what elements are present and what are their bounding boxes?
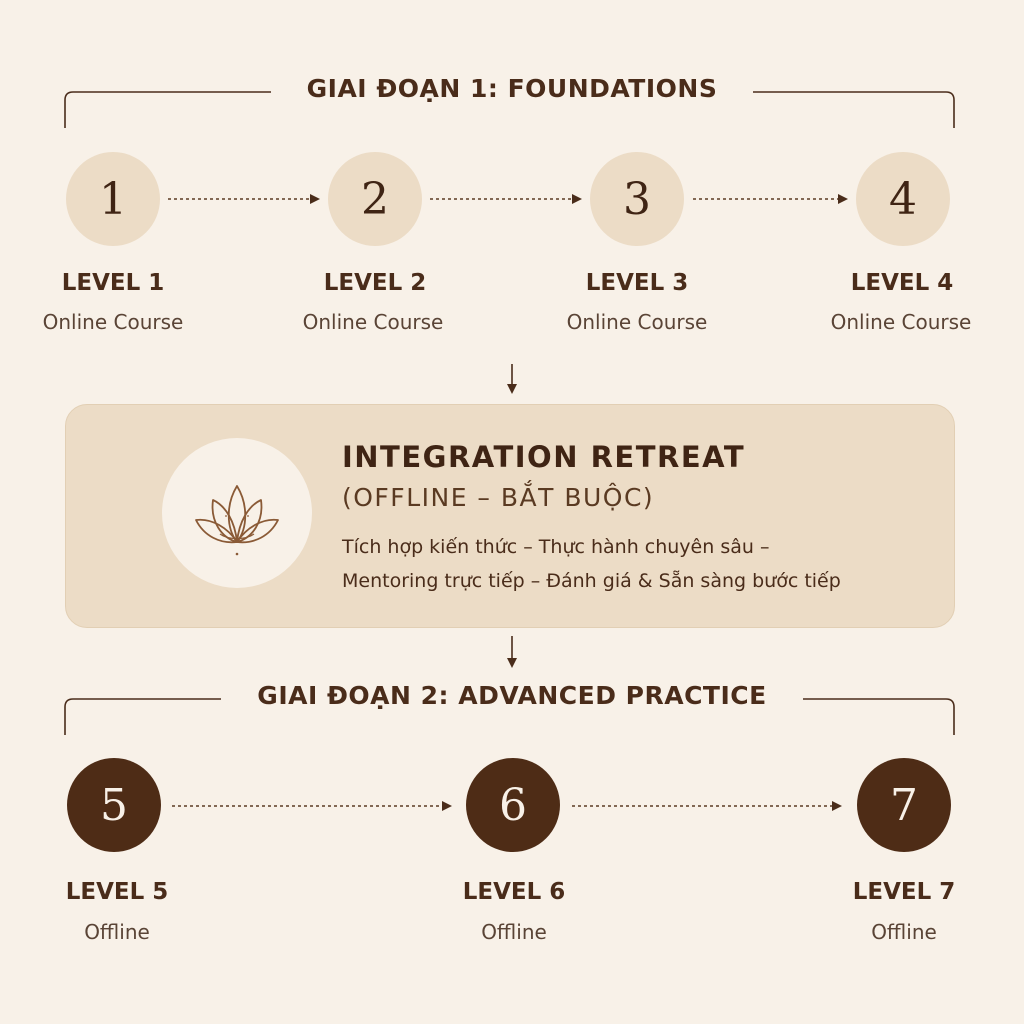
phase1-title: GIAI ĐOẠN 1: FOUNDATIONS xyxy=(0,74,1024,103)
retreat-description-line-2: Mentoring trực tiếp – Đánh giá & Sẵn sàn… xyxy=(342,570,841,592)
phase2-bracket-right xyxy=(797,698,955,735)
level-4-label: LEVEL 4 xyxy=(850,270,954,296)
level-1-label: LEVEL 1 xyxy=(61,270,165,296)
retreat-subtitle: (OFFLINE – BẮT BUỘC) xyxy=(342,483,655,512)
level-5-type: Offline xyxy=(84,920,150,944)
level-5-label: LEVEL 5 xyxy=(65,879,169,905)
level-7-label: LEVEL 7 xyxy=(852,879,956,905)
level-7-circle: 7 xyxy=(857,758,951,852)
level-5-circle: 5 xyxy=(67,758,161,852)
retreat-description-line-1: Tích hợp kiến thức – Thực hành chuyên sâ… xyxy=(342,536,770,558)
lotus-icon xyxy=(195,485,279,556)
phase1-bracket-right xyxy=(742,91,955,128)
phase2-bracket-left xyxy=(64,698,236,735)
level-2-circle: 2 xyxy=(328,152,422,246)
level-6-label: LEVEL 6 xyxy=(462,879,566,905)
lotus-badge xyxy=(162,438,312,588)
level-1-type: Online Course xyxy=(42,310,184,334)
level-3-circle: 3 xyxy=(590,152,684,246)
level-7-type: Offline xyxy=(871,920,937,944)
level-3-label: LEVEL 3 xyxy=(585,270,689,296)
retreat-title: INTEGRATION RETREAT xyxy=(342,440,746,474)
level-1-circle: 1 xyxy=(66,152,160,246)
level-6-type: Offline xyxy=(481,920,547,944)
level-2-type: Online Course xyxy=(302,310,444,334)
phase1-bracket-left xyxy=(64,91,282,128)
level-4-circle: 4 xyxy=(856,152,950,246)
level-6-circle: 6 xyxy=(466,758,560,852)
level-2-label: LEVEL 2 xyxy=(323,270,427,296)
phase2-title: GIAI ĐOẠN 2: ADVANCED PRACTICE xyxy=(0,681,1024,710)
level-4-type: Online Course xyxy=(830,310,972,334)
level-3-type: Online Course xyxy=(566,310,708,334)
